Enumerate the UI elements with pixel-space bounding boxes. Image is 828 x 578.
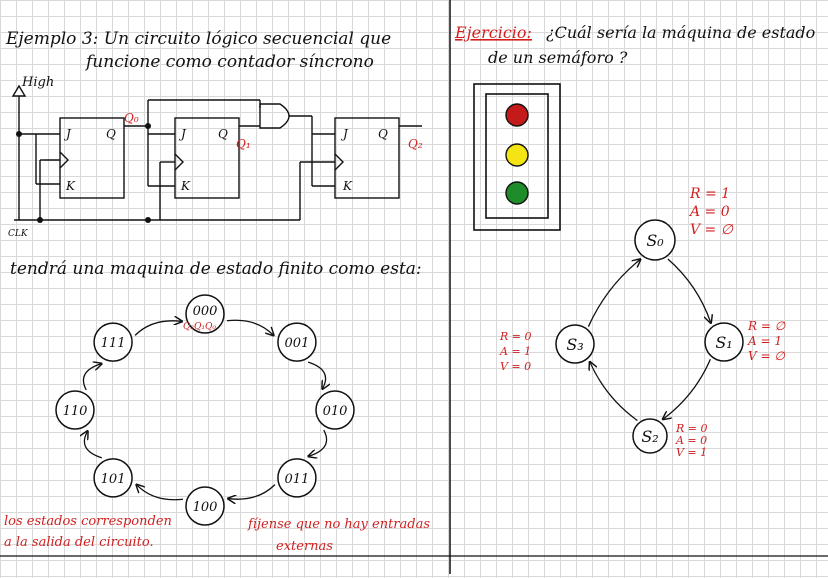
traffic-light-inner-frame <box>485 93 549 219</box>
q2-label: Q₂ <box>408 137 423 151</box>
state-output-label: V = ∅ <box>690 222 734 238</box>
state-node <box>634 219 676 261</box>
state-label: 000 <box>193 304 218 319</box>
state-node <box>93 458 133 498</box>
state-label: 001 <box>285 336 310 351</box>
ff3-k: K <box>342 179 353 193</box>
state-label: S₀ <box>646 231 664 250</box>
state-label: S₃ <box>566 335 583 354</box>
transition-arrow <box>229 484 276 500</box>
note-states-line1: los estados corresponden <box>4 514 172 529</box>
transition-arrow <box>664 359 711 418</box>
counter-state-machine: 000 001 010 011 100 101 110 111 <box>55 294 355 526</box>
state-output-label: A = 0 <box>688 204 730 220</box>
transition-arrow <box>307 361 325 388</box>
transition-arrow <box>309 429 328 456</box>
state-node <box>93 322 133 362</box>
left-title-line2: funcione como contador síncrono <box>84 52 374 72</box>
state-output-label: R = 0 <box>499 330 532 343</box>
state-output-label: V = 0 <box>500 360 531 373</box>
state-output-label: R = 1 <box>689 186 730 202</box>
state-node <box>185 486 225 526</box>
state-output-label: R = ∅ <box>747 319 786 333</box>
transition-arrow <box>84 432 103 459</box>
transition-arrow <box>82 364 100 391</box>
exercise-question-line2: de un semáforo ? <box>488 48 628 67</box>
state-node <box>277 322 317 362</box>
ff3-q: Q <box>378 127 388 141</box>
traffic-light-red-lamp <box>505 103 529 127</box>
state-output-label: V = ∅ <box>748 349 785 363</box>
high-label: High <box>21 75 54 90</box>
note-inputs-line1: fíjense que no hay entradas <box>247 517 430 532</box>
junction-dot <box>145 123 151 129</box>
note-inputs-line2: externas <box>276 539 333 554</box>
note-states-line2: a la salida del circuito. <box>4 535 154 550</box>
state-node <box>555 324 595 364</box>
state-label: 100 <box>193 500 218 515</box>
junction-dot <box>145 217 151 223</box>
traffic-light-green-lamp <box>505 181 529 205</box>
state-label: 110 <box>63 404 88 419</box>
state-node <box>185 294 225 334</box>
state-label: 010 <box>323 404 348 419</box>
junction-dot <box>16 131 22 137</box>
counter-circuit <box>11 84 422 221</box>
ff2-j: J <box>178 127 187 141</box>
ff1-q: Q <box>106 127 116 141</box>
traffic-light-outer-frame <box>473 83 561 231</box>
ff1-k: K <box>65 179 76 193</box>
ff2-k: K <box>180 179 191 193</box>
ff1-j: J <box>63 127 72 141</box>
state-node <box>632 418 668 454</box>
state-output-label: A = 0 <box>675 434 707 447</box>
state-output-label: R = 0 <box>675 422 708 435</box>
exercise-question: ¿Cuál sería la máquina de estado <box>546 23 815 42</box>
state-node <box>704 322 744 362</box>
state-label: 101 <box>101 472 126 487</box>
state-output-label: A = 1 <box>747 334 782 348</box>
junction-dot <box>37 217 43 223</box>
state-node <box>315 390 355 430</box>
q1-label: Q₁ <box>236 137 251 151</box>
transition-arrow <box>134 321 181 336</box>
state-output-label: V = 1 <box>676 446 707 459</box>
transition-arrow <box>667 258 711 322</box>
state-label: S₂ <box>641 427 658 446</box>
clk-label: CLK <box>8 229 29 239</box>
ff2-q: Q <box>218 127 228 141</box>
state-node <box>277 458 317 498</box>
left-title-line1: Ejemplo 3: Un circuito lógico secuencial… <box>5 29 391 49</box>
transition-arrow <box>137 485 184 501</box>
state-output-label: A = 1 <box>499 345 531 358</box>
state-000-sublabel: Q₂Q₁Q₀ <box>183 322 216 332</box>
state-label: S₁ <box>715 333 732 352</box>
state-node <box>55 390 95 430</box>
transition-arrow <box>587 260 639 327</box>
traffic-light-yellow-lamp <box>505 143 529 167</box>
q0-label: Q₀ <box>124 111 139 125</box>
exercise-label: Ejercicio: <box>454 23 532 42</box>
transition-arrow <box>226 319 273 335</box>
state-label: 011 <box>285 472 310 487</box>
ff3-j: J <box>340 127 349 141</box>
state-label: 111 <box>101 336 126 351</box>
left-subtitle: tendrá una maquina de estado finito como… <box>10 259 422 279</box>
transition-arrow <box>590 363 638 422</box>
traffic-light-drawing <box>473 83 561 231</box>
